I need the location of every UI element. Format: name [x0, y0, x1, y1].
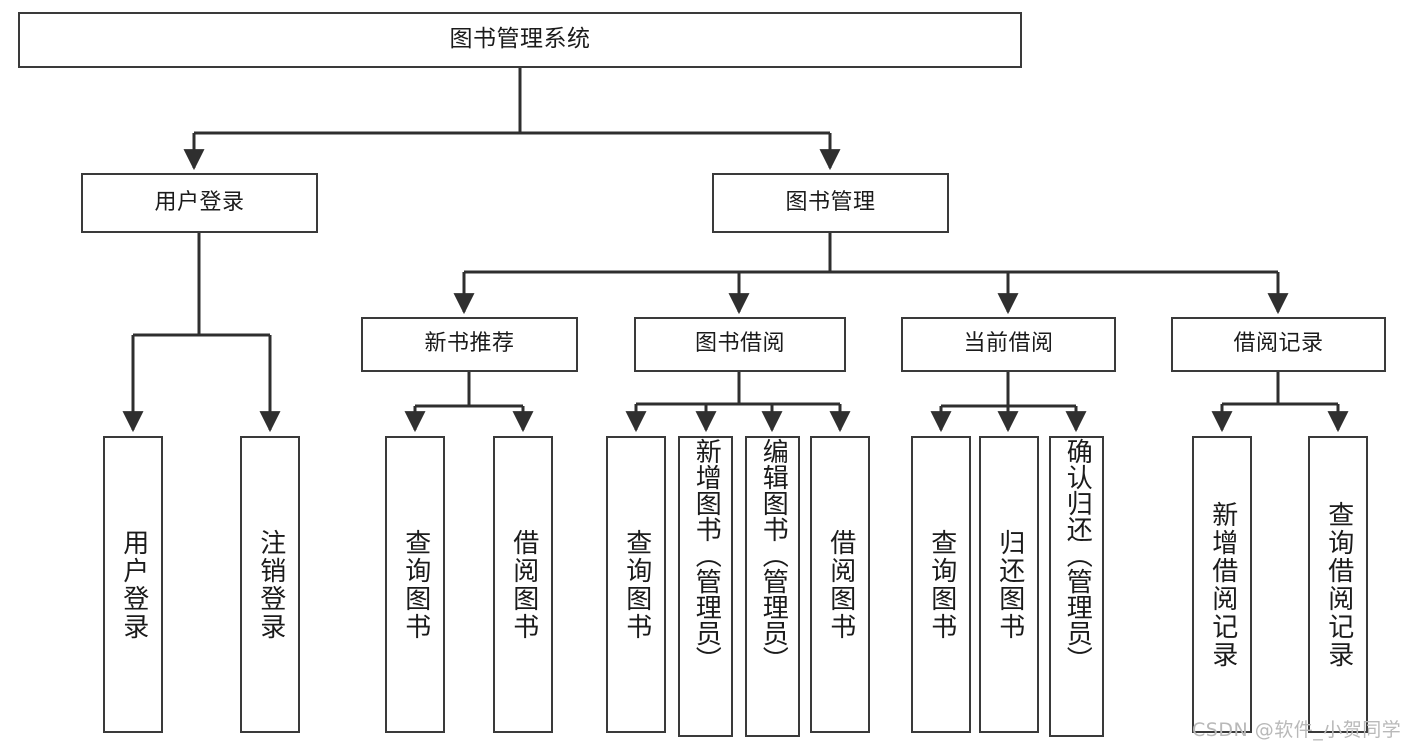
node-user-login[interactable]: 用户登录: [81, 173, 318, 233]
node-leaf-borrow-book-2-label: 借阅图书: [825, 528, 856, 641]
node-book-manage-label: 图书管理: [785, 189, 876, 215]
node-book-borrow-label: 图书借阅: [694, 331, 785, 357]
node-leaf-confirm-return-label: 确认归还（管理员）: [1062, 438, 1093, 672]
node-leaf-borrow-book-1-label: 借阅图书: [508, 528, 539, 641]
node-borrow-record-label: 借阅记录: [1233, 331, 1324, 357]
node-leaf-query-book-3-label: 查询图书: [926, 528, 957, 641]
node-leaf-query-book-2-label: 查询图书: [621, 528, 652, 641]
node-leaf-query-book-2[interactable]: 查询图书: [606, 436, 666, 733]
node-leaf-query-record[interactable]: 查询借阅记录: [1308, 436, 1368, 733]
node-root-label: 图书管理系统: [449, 26, 591, 53]
node-book-borrow[interactable]: 图书借阅: [634, 317, 846, 372]
node-leaf-return-book-label: 归还图书: [994, 528, 1025, 641]
node-borrow-record[interactable]: 借阅记录: [1171, 317, 1386, 372]
node-leaf-add-book-label: 新增图书（管理员）: [691, 438, 722, 672]
node-leaf-borrow-book-1[interactable]: 借阅图书: [493, 436, 553, 733]
node-leaf-borrow-book-2[interactable]: 借阅图书: [810, 436, 870, 733]
node-root[interactable]: 图书管理系统: [18, 12, 1022, 68]
node-new-book-recommend-label: 新书推荐: [424, 331, 515, 357]
node-leaf-confirm-return[interactable]: 确认归还（管理员）: [1049, 436, 1104, 737]
node-leaf-query-book-1-label: 查询图书: [400, 528, 431, 641]
node-leaf-add-record-label: 新增借阅记录: [1207, 500, 1238, 669]
node-book-manage[interactable]: 图书管理: [712, 173, 949, 233]
node-current-borrow-label: 当前借阅: [963, 331, 1054, 357]
node-leaf-logout-login[interactable]: 注销登录: [240, 436, 300, 733]
node-leaf-logout-login-label: 注销登录: [255, 528, 286, 641]
node-leaf-query-book-1[interactable]: 查询图书: [385, 436, 445, 733]
node-leaf-user-login-label: 用户登录: [118, 528, 149, 641]
watermark: CSDN @软件_小贺同学: [1192, 719, 1402, 741]
node-user-login-label: 用户登录: [154, 189, 245, 215]
node-leaf-query-book-3[interactable]: 查询图书: [911, 436, 971, 733]
node-leaf-add-book[interactable]: 新增图书（管理员）: [678, 436, 733, 737]
node-leaf-add-record[interactable]: 新增借阅记录: [1192, 436, 1252, 733]
node-leaf-edit-book-label: 编辑图书（管理员）: [758, 438, 789, 672]
node-leaf-user-login[interactable]: 用户登录: [103, 436, 163, 733]
node-leaf-query-record-label: 查询借阅记录: [1323, 500, 1354, 669]
node-current-borrow[interactable]: 当前借阅: [901, 317, 1116, 372]
node-new-book-recommend[interactable]: 新书推荐: [361, 317, 578, 372]
node-leaf-return-book[interactable]: 归还图书: [979, 436, 1039, 733]
node-leaf-edit-book[interactable]: 编辑图书（管理员）: [745, 436, 800, 737]
